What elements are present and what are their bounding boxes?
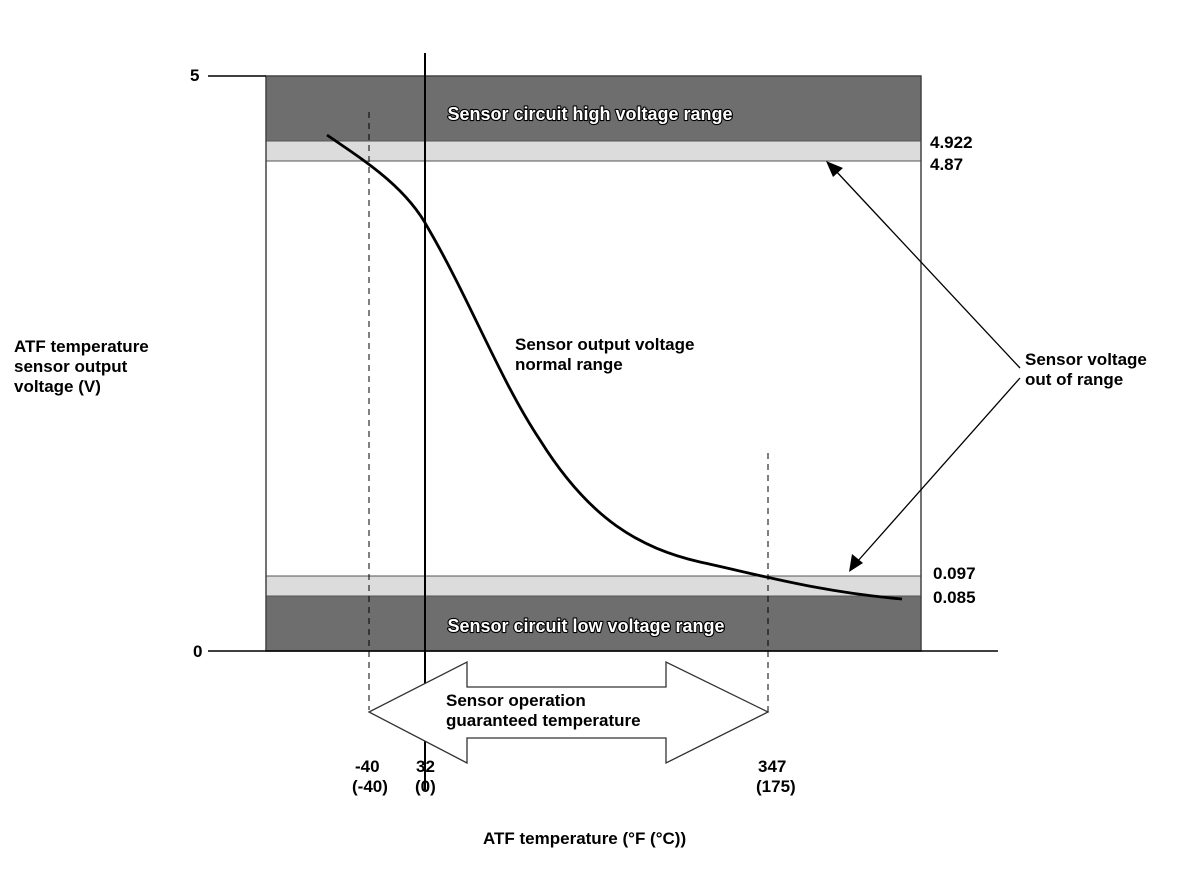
x-tick-f-32: 32: [416, 757, 435, 776]
out-of-range-label-line1: Sensor voltage: [1025, 350, 1147, 369]
x-tick-c-minus40: (-40): [352, 777, 388, 796]
upper-threshold-strip: [265, 140, 922, 162]
low-voltage-band: [266, 596, 921, 651]
y-tick-top: 5: [190, 66, 199, 85]
guaranteed-range-arrow: [367, 660, 770, 765]
x-tick-c-32: (0): [415, 777, 436, 796]
y-axis-label-line1: ATF temperature: [14, 337, 149, 356]
low-band-label: Sensor circuit low voltage range: [447, 616, 724, 636]
sensor-output-curve: [326, 133, 903, 601]
threshold-lower-low: 0.085: [933, 588, 976, 607]
x-tick-f-minus40: -40: [355, 757, 380, 776]
threshold-upper-low: 4.87: [930, 155, 963, 174]
normal-range-label-line2: normal range: [515, 355, 623, 374]
x-axis-label: ATF temperature (°F (°C)): [483, 829, 686, 848]
high-voltage-band: [266, 76, 921, 141]
x-tick-f-347: 347: [758, 757, 786, 776]
threshold-lower-high: 0.097: [933, 564, 976, 583]
guaranteed-label-line2: guaranteed temperature: [446, 711, 641, 730]
lower-threshold-strip: [265, 575, 922, 597]
normal-range-label-line1: Sensor output voltage: [515, 335, 694, 354]
threshold-upper-high: 4.922: [930, 133, 973, 152]
x-tick-c-347: (175): [756, 777, 796, 796]
pointer-arrowhead-lower: [849, 554, 863, 572]
out-of-range-label-line2: out of range: [1025, 370, 1123, 389]
y-tick-bottom: 0: [193, 642, 202, 661]
pointer-arrow-upper: [834, 169, 1021, 369]
pointer-arrowhead-upper: [826, 161, 843, 177]
y-axis-label-line3: voltage (V): [14, 377, 101, 396]
pointer-arrow-lower: [856, 377, 1021, 563]
y-axis-label-line2: sensor output: [14, 357, 128, 376]
guaranteed-label-line1: Sensor operation: [446, 691, 586, 710]
high-band-label: Sensor circuit high voltage range: [447, 104, 732, 124]
